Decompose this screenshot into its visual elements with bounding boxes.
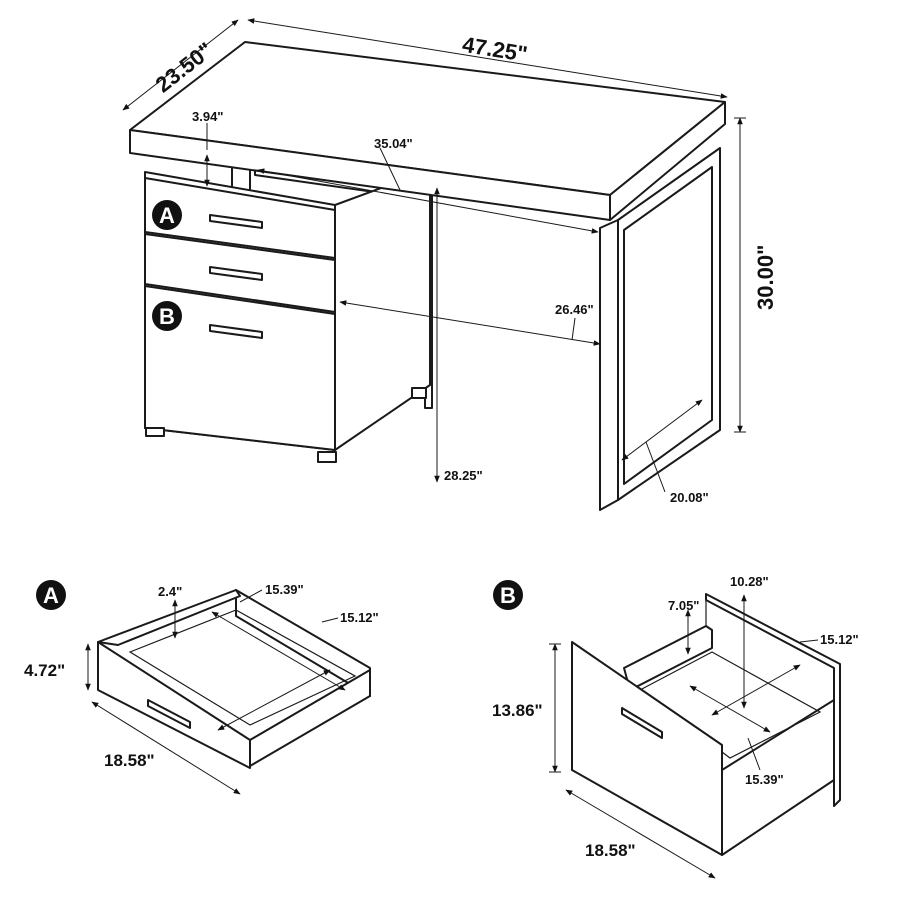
drawer-a-dimensions	[85, 589, 346, 795]
badge-a: A	[36, 580, 66, 610]
drawer-a-right-side	[249, 669, 371, 767]
desk-top-side-edge	[609, 101, 726, 221]
drawer-a-inner-depth-label: 15.12"	[340, 610, 379, 625]
drawer-a-inner-width-label: 15.39"	[265, 582, 304, 597]
drawer-b-inner-depth-label: 15.12"	[820, 632, 859, 647]
drawer-a-height-label: 4.72"	[24, 661, 65, 680]
drawer-a-bottom	[128, 609, 357, 726]
badge-a-desk: A	[152, 200, 182, 230]
badge-b-desk: B	[152, 301, 182, 331]
drawer-b-front	[144, 285, 336, 451]
drawer-b-left-side	[623, 625, 713, 691]
drawer-b-inner-width-label: 15.39"	[745, 772, 784, 787]
drawer-a-inner-height-label: 2.4"	[158, 584, 182, 599]
drawer-a-illustration	[97, 589, 371, 769]
desk-height-label: 30.00"	[753, 245, 778, 310]
drawer-b-back-height-label: 10.28"	[730, 574, 769, 589]
drawer-b-height-label: 13.86"	[492, 701, 543, 720]
foot-front-right	[317, 451, 337, 463]
drawer-a-front-panel	[97, 641, 251, 769]
drawer-b-labels: 13.86" 18.58" 7.05" 10.28" 15.12" 15.39"	[492, 574, 859, 860]
knee-height-label: 28.25"	[444, 468, 483, 483]
right-leg-front	[599, 219, 619, 511]
foot-back	[411, 387, 427, 399]
drawer-a-width-label: 18.58"	[104, 751, 155, 770]
drawer-b-inner-height-label: 7.05"	[668, 598, 699, 613]
leg-depth-label: 20.08"	[670, 490, 709, 505]
knee-width-label: 35.04"	[374, 136, 413, 151]
drawer-b-handle	[209, 324, 263, 339]
knee-depth-label: 26.46"	[555, 302, 594, 317]
drawer-a-left-side	[97, 589, 241, 646]
top-thickness-label: 3.94"	[192, 109, 223, 124]
drawer-b-handle-detail	[621, 707, 663, 739]
foot-front-left	[145, 427, 165, 437]
drawer-2-handle	[209, 266, 263, 281]
cabinet-side	[334, 169, 431, 451]
svg-text:A: A	[43, 583, 59, 608]
desk-dimensions	[122, 18, 746, 493]
drawer-a-back-side	[235, 589, 371, 697]
drawer-b-illustration	[571, 593, 841, 856]
svg-text:B: B	[500, 583, 516, 608]
svg-text:A: A	[159, 203, 175, 228]
drawer-b-width-label: 18.58"	[585, 841, 636, 860]
badge-b: B	[493, 580, 523, 610]
drawer-b-dimensions	[549, 594, 819, 879]
svg-text:B: B	[159, 304, 175, 329]
desk-width-label: 47.25"	[461, 32, 530, 67]
drawer-a-labels: 4.72" 18.58" 2.4" 15.39" 15.12"	[24, 582, 379, 770]
